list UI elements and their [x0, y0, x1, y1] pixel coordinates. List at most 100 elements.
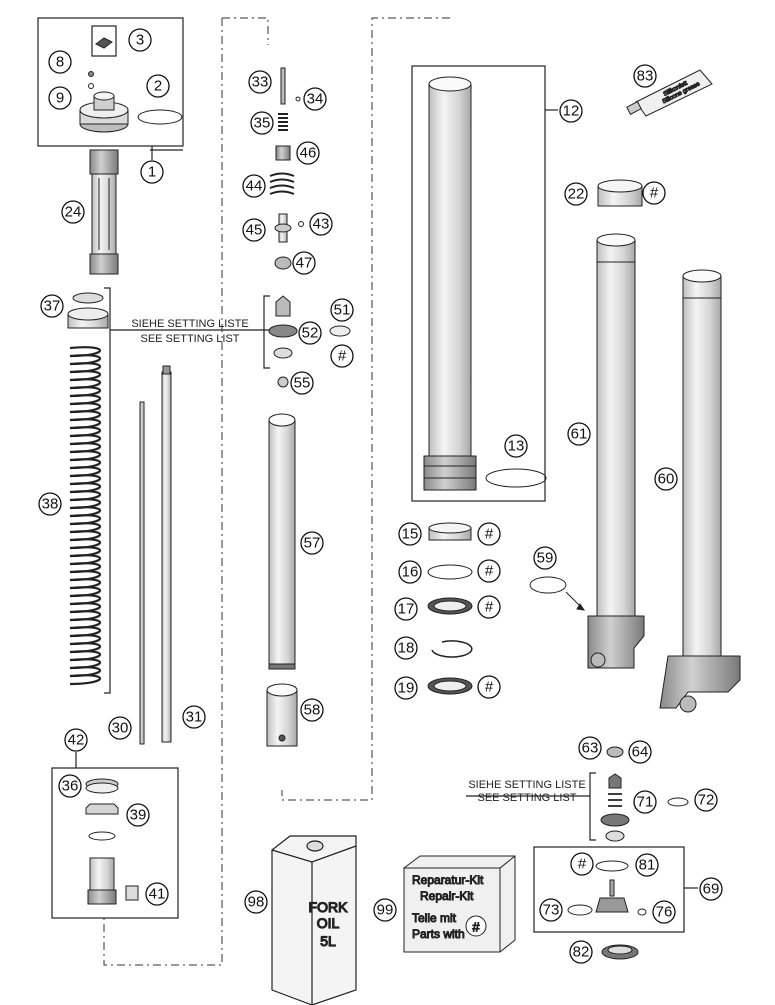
kit-marker-text: # — [338, 348, 347, 365]
callout-19: 19 — [394, 676, 418, 700]
callout-57: 57 — [300, 531, 324, 555]
callout-24-text: 24 — [65, 204, 82, 221]
callout-12: 12 — [559, 99, 583, 123]
box-part-1 — [37, 17, 184, 147]
callout-60: 60 — [654, 467, 678, 491]
repair-kit-symbol: # — [472, 920, 480, 935]
callout-43: 43 — [309, 212, 333, 236]
callout-1-text: 1 — [148, 164, 156, 181]
callout-63: 63 — [578, 736, 602, 760]
callout-13-text: 13 — [508, 438, 525, 455]
outer-tube-61-drawing — [587, 233, 645, 669]
callout-57-text: 57 — [304, 535, 321, 552]
repair-kit-line1: Reparatur-Kit — [412, 873, 484, 887]
kit-marker-text: # — [485, 679, 494, 696]
kit-marker-text: # — [485, 526, 494, 543]
callout-73-text: 73 — [543, 902, 560, 919]
callout-99-text: 99 — [377, 902, 394, 919]
callout-98: 98 — [244, 890, 268, 914]
callout-39: 39 — [126, 803, 150, 827]
callout-45: 45 — [242, 218, 266, 242]
dashed-connectors — [103, 17, 450, 966]
callout-98-text: 98 — [248, 894, 265, 911]
callout-37: 37 — [40, 294, 64, 318]
callout-58-text: 58 — [304, 702, 321, 719]
callout-37-text: 37 — [44, 298, 61, 315]
callout-8: 8 — [48, 50, 72, 74]
callout-73: 73 — [539, 898, 563, 922]
callout-46: 46 — [296, 141, 320, 165]
callout-22-text: 22 — [568, 186, 585, 203]
spring-seat-drawing — [67, 292, 109, 329]
kit-marker-17: # — [477, 595, 501, 619]
callout-58: 58 — [300, 698, 324, 722]
base-valve-group-drawing — [85, 778, 139, 905]
callout-16: 16 — [398, 560, 422, 584]
callout-17: 17 — [394, 597, 418, 621]
callout-59-text: 59 — [537, 550, 554, 567]
kit-markers: # # # # # # # — [330, 181, 666, 876]
callout-44-text: 44 — [246, 178, 263, 195]
callout-38-text: 38 — [42, 496, 59, 513]
callout-38: 38 — [38, 492, 62, 516]
repair-kit-drawing: Reparatur-Kit Repair-Kit Teile mit Parts… — [403, 855, 516, 953]
callout-43-text: 43 — [313, 216, 330, 233]
callout-71-text: 71 — [637, 794, 654, 811]
seals-drawing — [427, 522, 586, 695]
oil-can-line1: FORK — [309, 899, 349, 915]
callout-13: 13 — [504, 434, 528, 458]
callout-8-text: 8 — [56, 54, 64, 71]
callout-12-text: 12 — [563, 103, 580, 120]
callout-72-text: 72 — [698, 792, 715, 809]
callout-24: 24 — [61, 200, 85, 224]
setting-note-bottom-line1: SIEHE SETTING LISTE — [468, 779, 585, 791]
repair-kit-line2: Repair-Kit — [420, 889, 474, 903]
callout-15: 15 — [398, 522, 422, 546]
callout-15-text: 15 — [402, 526, 419, 543]
callout-18: 18 — [394, 636, 418, 660]
bushing-drawing — [597, 179, 643, 207]
callout-59: 59 — [533, 546, 557, 570]
callout-42-text: 42 — [68, 732, 85, 749]
callout-83: 83 — [633, 64, 657, 88]
callout-33: 33 — [248, 70, 272, 94]
box-part-42 — [51, 767, 179, 919]
setting-note-top-line1: SIEHE SETTING LISTE — [131, 318, 248, 330]
cartridge-top-drawing — [89, 149, 119, 275]
box-part-3 — [91, 25, 117, 57]
callout-63-text: 63 — [582, 740, 599, 757]
callout-35-text: 35 — [254, 115, 271, 132]
callout-2: 2 — [146, 74, 170, 98]
outer-tube-60-drawing — [659, 269, 741, 713]
callout-83-text: 83 — [637, 68, 654, 85]
kit-marker-text: # — [485, 599, 494, 616]
oil-can-line2: OIL — [317, 915, 340, 931]
callout-82: 82 — [569, 940, 593, 964]
callout-1: 1 — [140, 160, 164, 184]
callout-30-text: 30 — [112, 720, 129, 737]
callout-69-text: 69 — [703, 881, 720, 898]
callout-72: 72 — [694, 788, 718, 812]
callout-71: 71 — [633, 790, 657, 814]
setting-note-top: SIEHE SETTING LISTE SEE SETTING LIST — [131, 318, 248, 345]
callout-22: 22 — [564, 182, 588, 206]
setting-note-top-line2: SEE SETTING LIST — [140, 333, 239, 345]
callout-52-text: 52 — [302, 325, 319, 342]
repair-kit-line4: Parts with — [412, 927, 465, 941]
callout-36: 36 — [58, 774, 82, 798]
callout-47: 47 — [292, 251, 316, 275]
callout-2-text: 2 — [154, 78, 162, 95]
callout-9: 9 — [48, 86, 72, 110]
fork-cap-drawing — [79, 37, 183, 133]
callout-34-text: 34 — [307, 91, 324, 108]
callout-36-text: 36 — [62, 778, 79, 795]
callouts: 1 2 3 8 9 12 13 15 16 17 18 19 22 24 30 … — [38, 28, 723, 964]
kit-marker-text: # — [485, 563, 494, 580]
callout-41-text: 41 — [149, 886, 166, 903]
callout-61-text: 61 — [571, 426, 588, 443]
callout-99: 99 — [373, 898, 397, 922]
kit-marker-19: # — [477, 675, 501, 699]
box-part-12 — [411, 65, 546, 502]
inner-tube-drawing — [423, 76, 547, 491]
